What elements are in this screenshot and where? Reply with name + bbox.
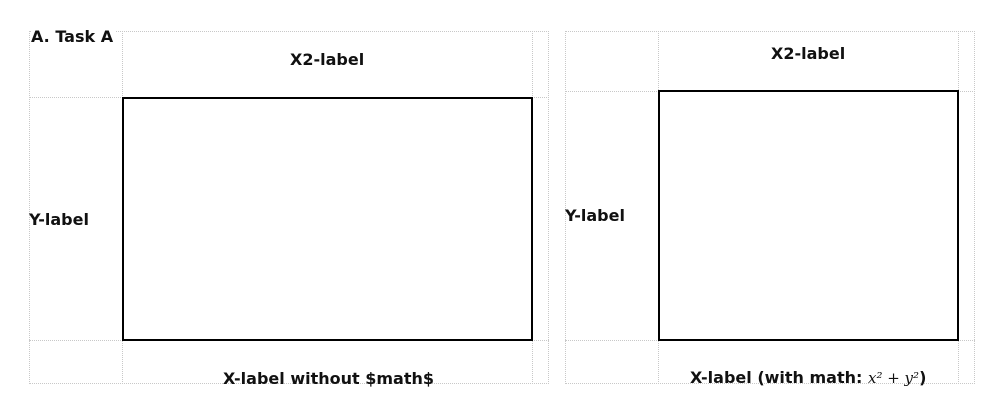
panel-a-x-label: X-label without $math$ <box>223 369 434 388</box>
panel-b-x-label: X-label (with math: x² + y²) <box>690 370 926 386</box>
panel-b-x-label-prefix: X-label (with math: <box>690 368 868 387</box>
panel-b-x2-label: X2-label <box>771 44 846 63</box>
panel-a-frame <box>29 31 549 384</box>
panel-b-x-label-math: x² + y² <box>867 369 920 387</box>
panel-a-axes-box <box>122 97 533 341</box>
panel-b-frame <box>565 31 975 384</box>
panel-a-x2-label: X2-label <box>290 50 365 69</box>
panel-a-title: A. Task A <box>31 27 116 46</box>
panel-a-y-label: Y-label <box>29 210 89 229</box>
panel-b-x-label-suffix: ) <box>919 368 927 387</box>
panel-b-axes-box <box>658 90 959 341</box>
panel-b-y-label: Y-label <box>565 206 625 225</box>
